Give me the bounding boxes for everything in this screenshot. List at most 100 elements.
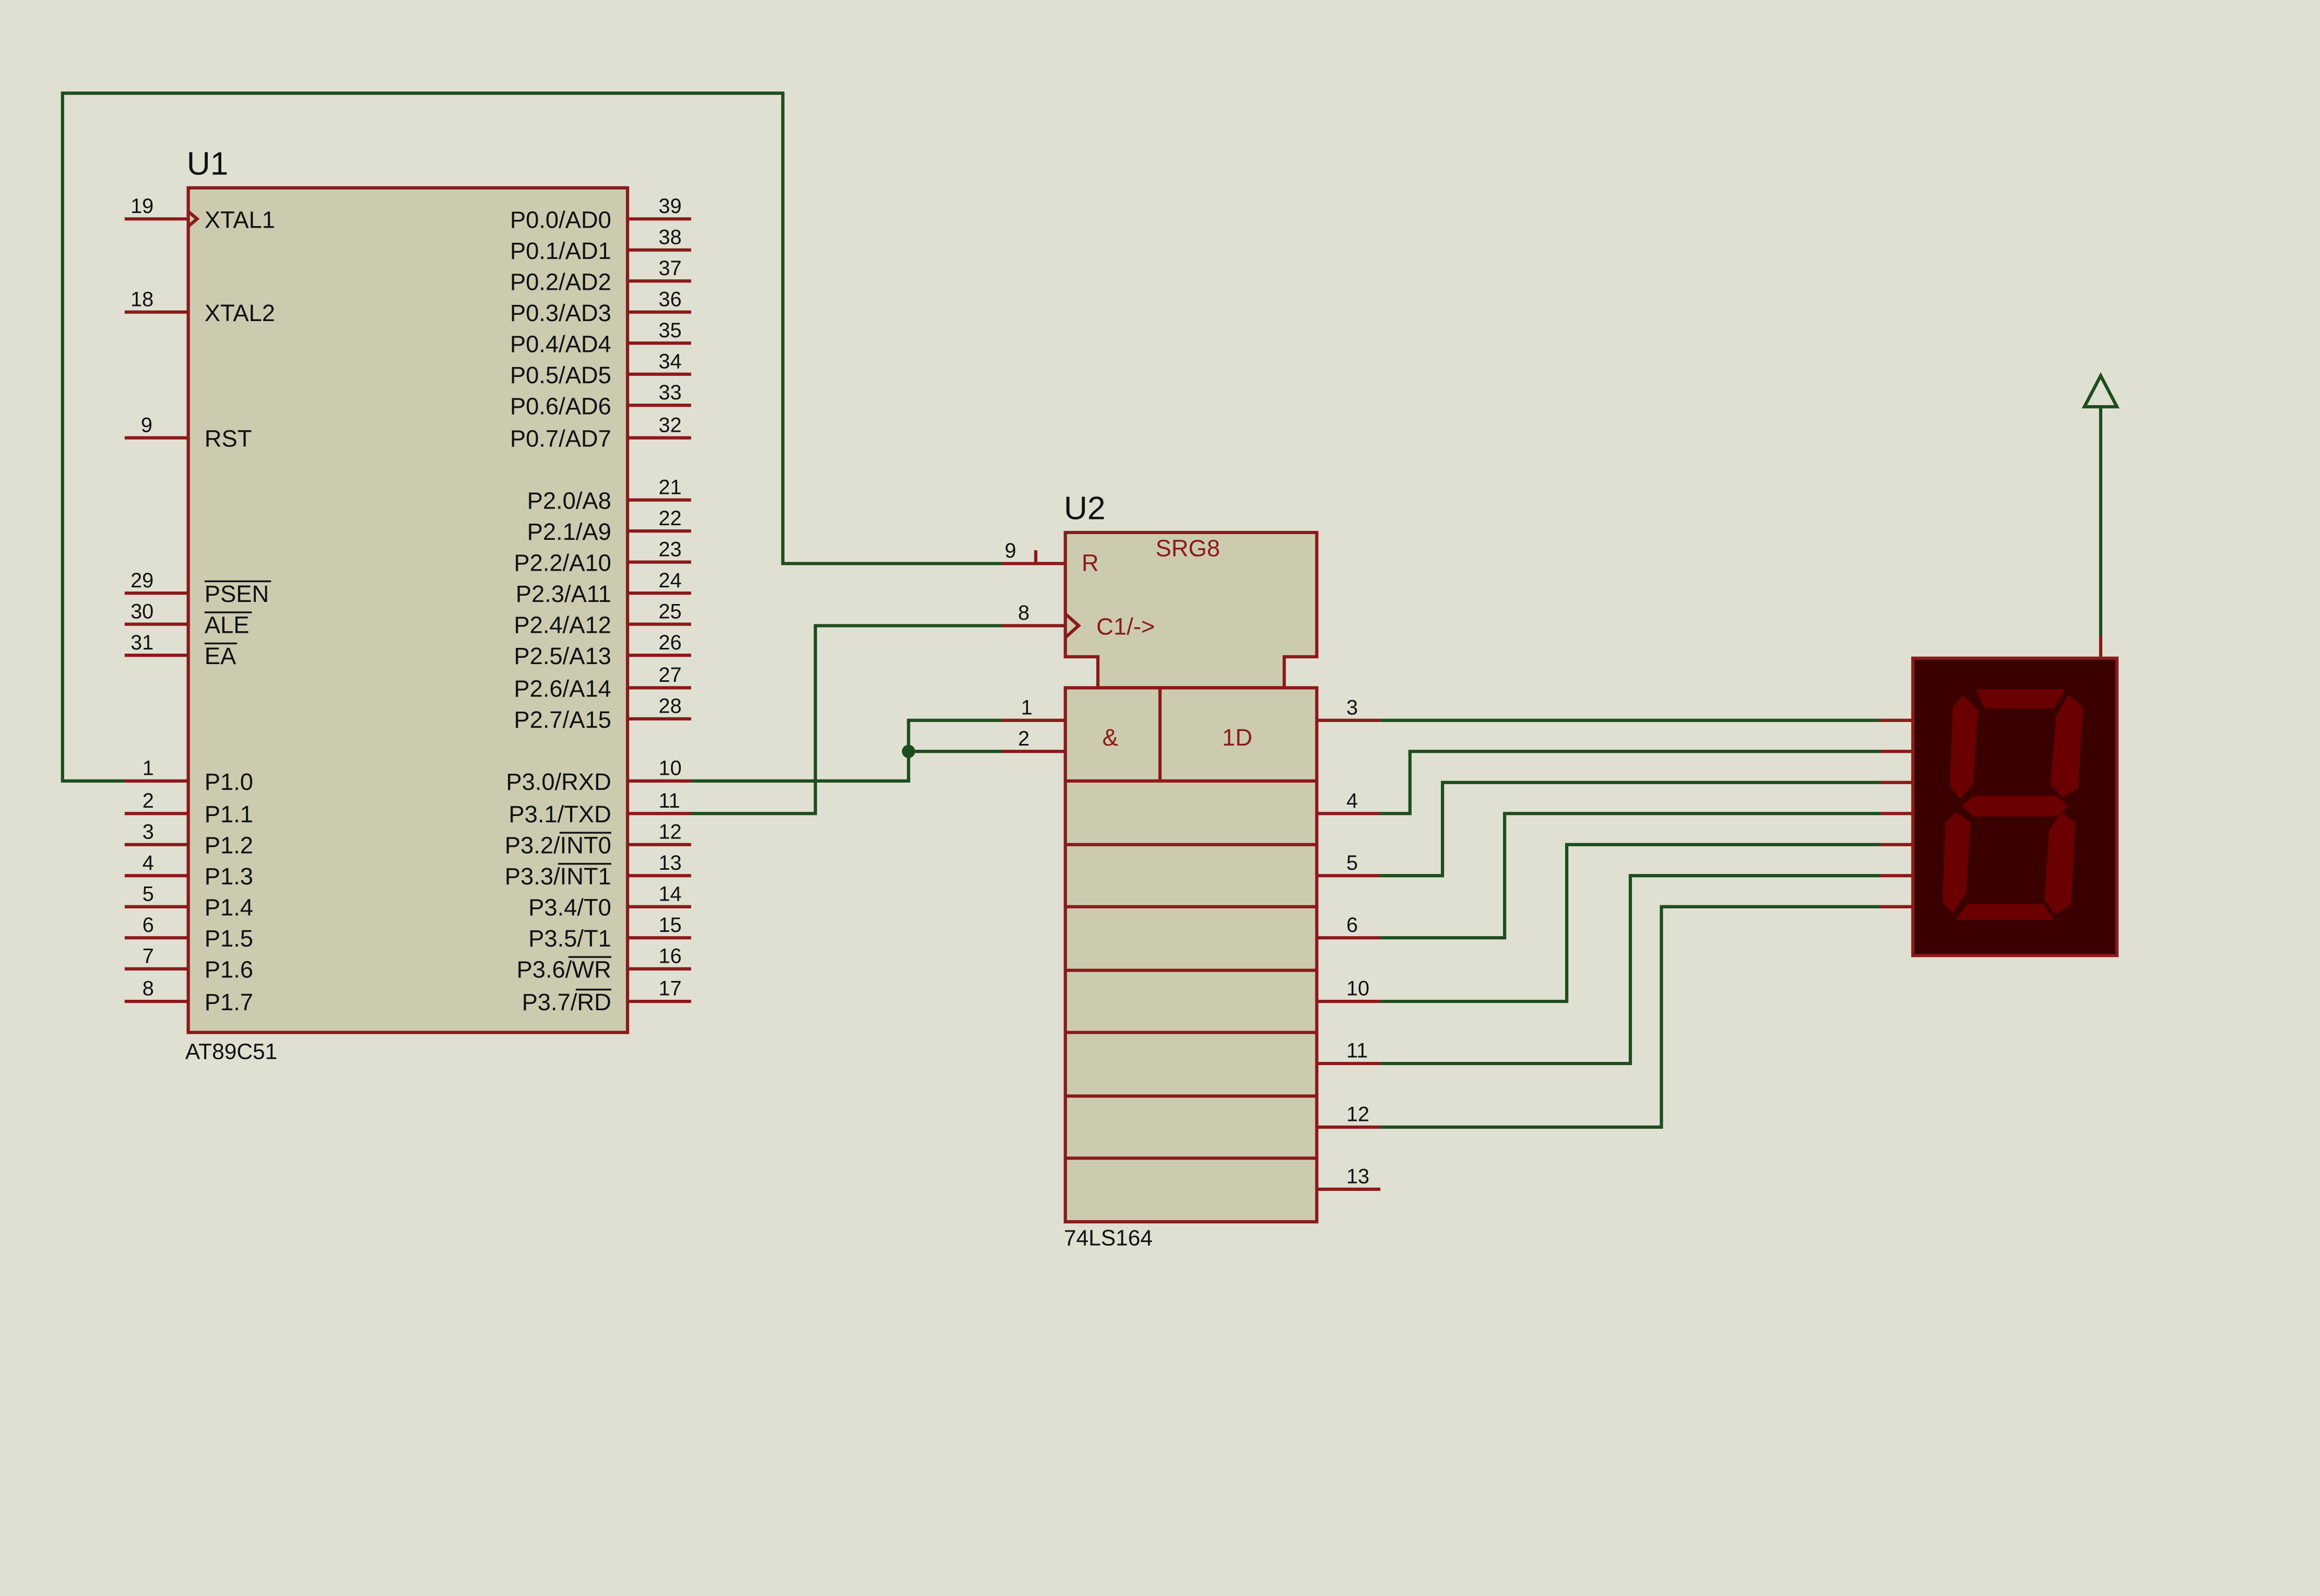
u1-pin-number: 38: [659, 226, 682, 249]
u1-pin-number: 36: [659, 288, 682, 311]
u1-pin-name: P2.3/A11: [516, 581, 611, 607]
u1-pin-name: XTAL2: [205, 300, 275, 326]
wire-seg[interactable]: [1380, 874, 1880, 1066]
u2-clock-label: C1/->: [1096, 613, 1155, 640]
wire-seg[interactable]: [1380, 812, 1880, 940]
wire-seg[interactable]: [1380, 905, 1880, 1129]
u2-pin-number: 4: [1346, 789, 1358, 812]
u1-pin-number: 33: [659, 381, 682, 404]
u2-register-block: [1063, 686, 1319, 1224]
wire-seg[interactable]: [1380, 843, 1880, 1003]
u2-reset-label: R: [1082, 550, 1099, 576]
u1-pin-number: 3: [143, 820, 154, 843]
clock-marker-icon: [1064, 612, 1081, 639]
u1-pin-name: RST: [205, 425, 252, 452]
u1-pin-name: P2.6/A14: [514, 675, 611, 702]
u1-pin-name: P3.6/WR: [517, 956, 611, 983]
u1-pin-name: P2.4/A12: [514, 612, 611, 639]
u1-pin-number: 37: [659, 257, 682, 280]
u1-pin-number: 21: [659, 476, 682, 499]
wire-seg[interactable]: [1380, 781, 1880, 878]
clock-marker-icon: [187, 210, 200, 228]
u1-pin-number: 10: [659, 757, 682, 780]
u2-pin-number: 5: [1346, 852, 1358, 874]
segment-f: [1949, 695, 1978, 799]
segment-d: [1956, 904, 2055, 920]
wires: [61, 91, 2120, 1129]
u1-pin-number: 11: [659, 789, 680, 812]
u1-pin-number: 28: [659, 695, 682, 718]
u1-pin-name: P3.1/TXD: [508, 801, 611, 827]
segment-b: [2050, 695, 2083, 798]
u1-pin-name: P0.6/AD6: [510, 393, 611, 419]
u1-pin-number: 7: [143, 944, 154, 967]
u1-pin-number: 16: [659, 944, 682, 967]
u1-pin-name: EA: [205, 643, 236, 669]
u2-ref-label: U2: [1064, 490, 1106, 526]
u1-pin-name: P0.0/AD0: [510, 206, 611, 233]
u1-pin-number: 19: [131, 195, 153, 218]
wire-clock[interactable]: [691, 624, 1002, 815]
u1-pin-number: 31: [131, 631, 153, 654]
u1-pin-name: P0.2/AD2: [510, 268, 611, 295]
u1-pin-name: P0.5/AD5: [510, 362, 611, 388]
u1-right-pins: 39 P0.0/AD0 38 P0.1/AD1 37 P0.2/AD2 36 P…: [505, 195, 691, 1015]
u1-pin-name: ALE: [205, 612, 250, 639]
segment-e: [1942, 812, 1971, 913]
u2-pin-number: 1: [1021, 696, 1033, 719]
u1-pin-name: P1.7: [205, 989, 253, 1015]
u1-pin-number: 30: [131, 600, 153, 623]
u2-pin-number: 8: [1018, 601, 1029, 624]
u1-ref-label: U1: [187, 146, 229, 182]
u2-pin-number: 6: [1346, 914, 1358, 937]
u1-pin-number: 13: [659, 852, 682, 874]
u2-pin-number: 12: [1346, 1103, 1369, 1126]
reset-marker-icon: [1034, 550, 1066, 565]
u1-pin-name: P2.0/A8: [527, 488, 611, 514]
u1-pin-name: P1.6: [205, 956, 253, 983]
u2-pin-number: 10: [1346, 977, 1369, 1000]
u1-pin-number: 1: [143, 757, 154, 780]
u1-pin-name: P0.4/AD4: [510, 330, 611, 357]
u1-pin-name: P1.2: [205, 832, 253, 859]
u2-and-label: &: [1103, 724, 1118, 751]
u1-pin-number: 32: [659, 413, 682, 436]
u1-pin-number: 23: [659, 538, 682, 561]
u1-pin-name: P1.1: [205, 801, 253, 827]
wire-seg[interactable]: [1380, 750, 1880, 815]
u2-pin-number: 13: [1346, 1165, 1369, 1188]
u1-pin-name: P3.3/INT1: [505, 863, 611, 890]
u1-pin-number: 29: [131, 569, 153, 592]
u1-body: [186, 186, 630, 1034]
u1-pin-name: P3.5/T1: [528, 925, 611, 952]
wire-reset[interactable]: [61, 91, 1002, 783]
wire-data[interactable]: [691, 750, 1002, 783]
seven-segment-display[interactable]: [1880, 636, 2119, 957]
u1-pin-number: 6: [143, 914, 154, 937]
wire-data-branch[interactable]: [907, 718, 1002, 752]
u1-pin-number: 34: [659, 350, 682, 373]
u1-pin-name: P1.3: [205, 863, 253, 890]
u1-pin-number: 39: [659, 195, 682, 218]
u1-pin-number: 14: [659, 882, 682, 905]
u1-pin-number: 2: [143, 789, 154, 812]
u1-pin-name: P1.5: [205, 925, 253, 952]
u1-pin-number: 15: [659, 914, 682, 937]
u1-pin-name: P3.0/RXD: [506, 769, 611, 795]
u1-pin-name: P2.2/A10: [514, 550, 611, 576]
u1-part-label: AT89C51: [185, 1040, 277, 1065]
u1-pin-name: P2.5/A13: [514, 643, 611, 669]
u1-pin-number: 18: [131, 288, 153, 311]
u1-pin-name: PSEN: [205, 581, 269, 607]
u2-shift-register[interactable]: U2 SRG8 R C1/-> & 1D 74LS164 9 8 1 2 3 4: [1001, 490, 1381, 1251]
u1-pin-number: 17: [659, 977, 682, 1000]
u2-function-label: SRG8: [1156, 535, 1220, 561]
u2-pin-number: 9: [1005, 539, 1016, 562]
segment-a: [1976, 689, 2065, 709]
u1-pin-number: 26: [659, 631, 682, 654]
junction-dot: [902, 744, 916, 759]
u1-microcontroller[interactable]: U1 AT89C51 19 XTAL1 18 XTAL2 9 RST 29 PS…: [124, 146, 691, 1065]
u1-pin-name: P2.1/A9: [527, 518, 611, 545]
segment-c: [2044, 812, 2076, 914]
